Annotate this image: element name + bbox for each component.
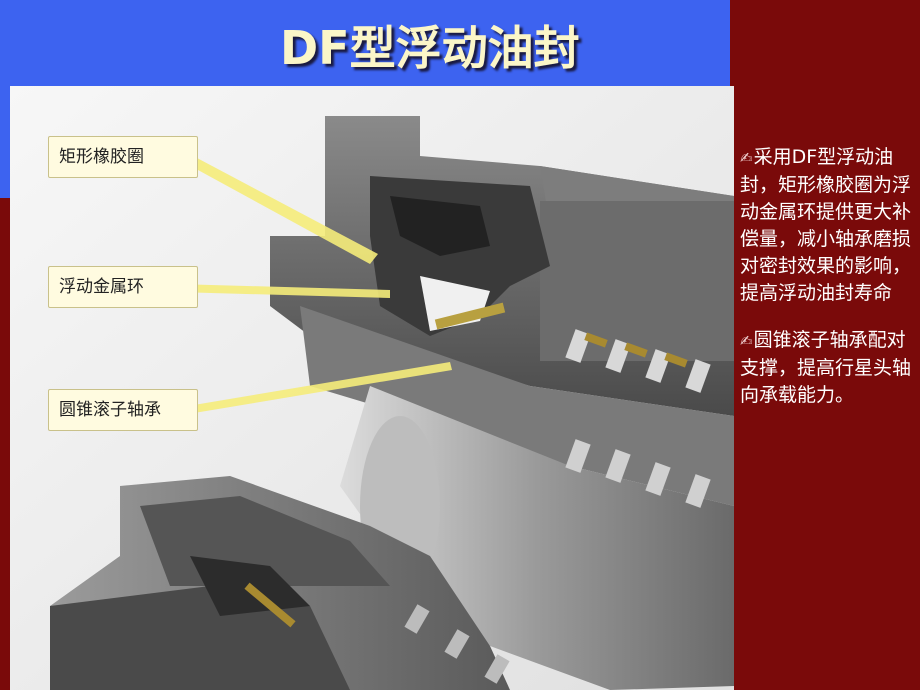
bullet-text: 圆锥滚子轴承配对支撑，提高行星头轴向承载能力。 [740, 329, 912, 406]
bullet-text: 采用DF型浮动油封，矩形橡胶圈为浮动金属环提供更大补偿量，减小轴承磨损对密封效果… [740, 146, 912, 304]
bullet-item: ✍圆锥滚子轴承配对支撑，提高行星头轴向承载能力。 [740, 327, 916, 409]
callout-floating-ring: 浮动金属环 [48, 266, 198, 308]
callout-rubber-ring: 矩形橡胶圈 [48, 136, 198, 178]
seal-cutaway-image [10, 86, 734, 690]
pen-icon: ✍ [740, 332, 753, 350]
title-band [0, 0, 730, 88]
bullet-item: ✍采用DF型浮动油封，矩形橡胶圈为浮动金属环提供更大补偿量，减小轴承磨损对密封效… [740, 144, 916, 307]
seal-cutaway-illustration [10, 86, 734, 690]
callout-tapered-bearing: 圆锥滚子轴承 [48, 389, 198, 431]
slide-title: DF型浮动油封 [280, 21, 580, 75]
bullet-list: ✍采用DF型浮动油封，矩形橡胶圈为浮动金属环提供更大补偿量，减小轴承磨损对密封效… [740, 144, 916, 429]
pen-icon: ✍ [740, 149, 753, 167]
